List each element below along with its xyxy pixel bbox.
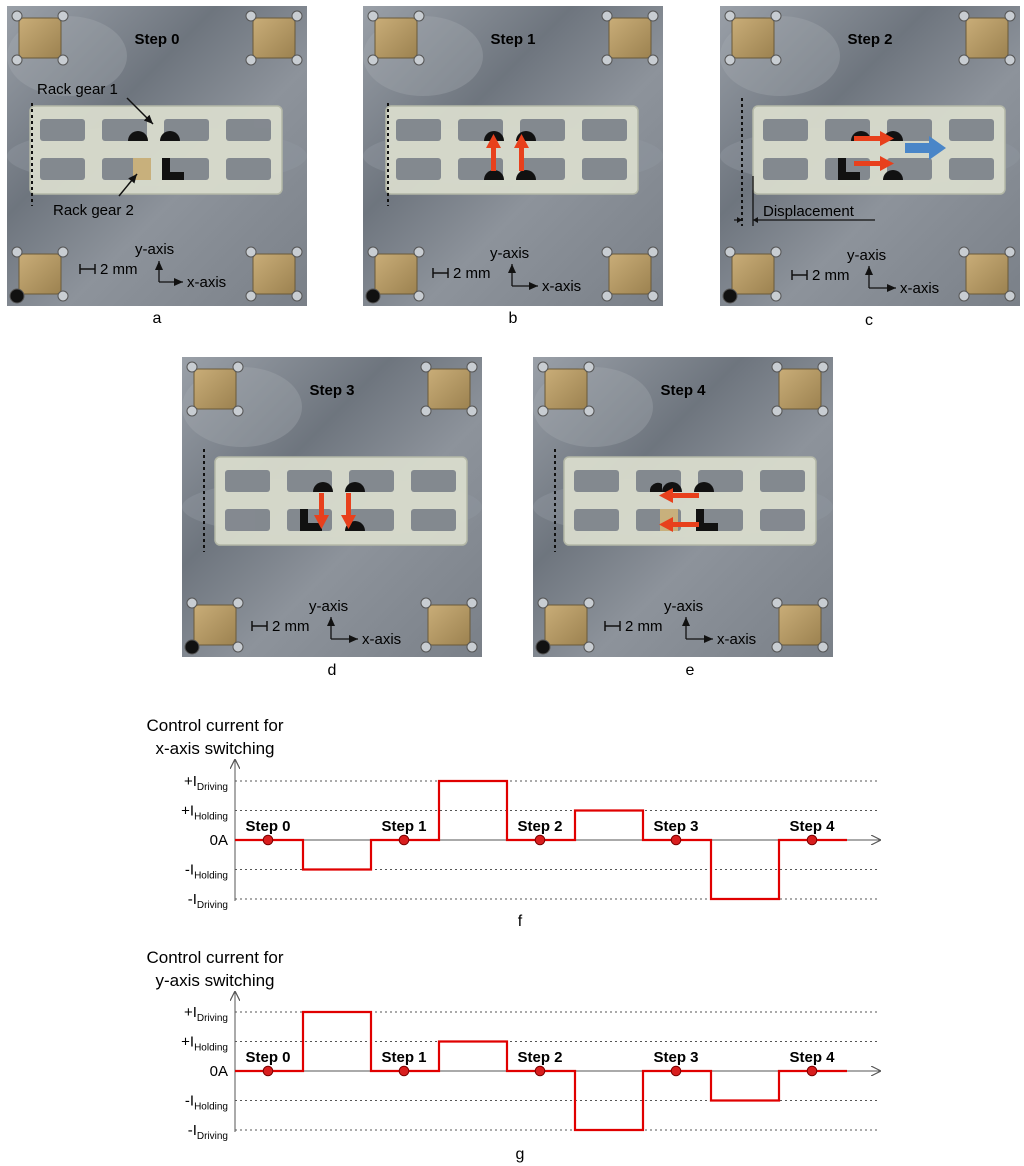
x-axis-label: x-axis [717,631,756,648]
rack-gear-2-label: Rack gear 2 [53,202,134,219]
panel-d: Step 3 2 mm y-axis x-axis [181,356,483,658]
y-axis-label: y-axis [309,598,348,615]
scale-bar: 2 mm [79,261,138,278]
step-marker [262,834,274,846]
chart-caption: g [516,1146,525,1163]
step-label: Step 0 [245,1049,290,1066]
step-label: Step 4 [789,1049,835,1066]
displacement-label: Displacement [763,203,855,220]
motion-arrows-left [659,488,699,532]
step-marker [534,834,546,846]
axes-indicator: y-axis x-axis [135,241,226,291]
axes-indicator: y-axis x-axis [309,598,401,648]
panel-caption: e [686,662,695,679]
level-tick-label: +IDriving [184,773,228,793]
panel-title: Step 2 [847,31,892,48]
step-label: Step 1 [381,1049,426,1066]
chart-title-line-2: y-axis switching [155,971,274,990]
axes-indicator: y-axis x-axis [664,598,756,648]
chart-caption: f [518,913,523,930]
panel-title: Step 1 [490,31,535,48]
panel-b: Step 1 2 mm y-axis x-axis [362,5,664,307]
step-marker [670,834,682,846]
step-marker [262,1065,274,1077]
scale-bar: 2 mm [251,618,310,635]
step-label: Step 0 [245,818,290,835]
level-tick-label: +IHolding [181,803,228,823]
y-axis-label: y-axis [135,241,174,258]
level-tick-label: -IDriving [188,1122,228,1142]
motion-arrows-right [854,131,946,171]
step-label: Step 1 [381,818,426,835]
panel-title: Step 4 [660,382,706,399]
scale-label: 2 mm [812,267,850,284]
step-marker [534,1065,546,1077]
panel-title: Step 3 [309,382,354,399]
panel-caption: b [509,310,518,327]
panel-a: Step 0 Rack gear 1 Rack gear 2 2 mm y-ax… [6,5,308,307]
level-tick-label: -IHolding [185,1093,228,1113]
scale-bar: 2 mm [604,618,663,635]
panel-title: Step 0 [134,31,179,48]
axes-indicator: y-axis x-axis [490,245,581,295]
panel-caption: a [153,310,162,327]
chart-title-line-1: Control current for [147,716,284,735]
x-axis-label: x-axis [900,280,939,297]
chart-x-axis-current: Control current for x-axis switching +IDri… [147,716,881,930]
scale-bar: 2 mm [432,265,491,282]
y-axis-label: y-axis [847,247,886,264]
panel-c: Displacement Step 2 2 mm y-axis x-axis [719,5,1021,307]
step-label: Step 3 [653,818,698,835]
level-tick-label: 0A [210,832,228,849]
level-tick-label: -IDriving [188,891,228,911]
scale-label: 2 mm [625,618,663,635]
scale-label: 2 mm [272,618,310,635]
panel-e: Step 4 2 mm y-axis x-axis [532,356,834,658]
y-axis-label: y-axis [490,245,529,262]
x-axis-label: x-axis [542,278,581,295]
motion-arrows-down [314,493,356,529]
step-label: Step 4 [789,818,835,835]
step-marker [398,834,410,846]
step-label: Step 2 [517,1049,562,1066]
step-marker [806,1065,818,1077]
y-axis-label: y-axis [664,598,703,615]
step-label: Step 2 [517,818,562,835]
motion-arrows-up [486,134,529,171]
chart-y-axis-current: Control current for y-axis switching +IDri… [147,948,881,1163]
scale-label: 2 mm [100,261,138,278]
step-label: Step 3 [653,1049,698,1066]
displacement-indicator: Displacement [734,203,875,223]
chart-title-line-2: x-axis switching [155,739,274,758]
level-tick-label: +IDriving [184,1004,228,1024]
step-marker [806,834,818,846]
x-axis-label: x-axis [362,631,401,648]
scale-label: 2 mm [453,265,491,282]
step-marker [670,1065,682,1077]
level-tick-label: +IHolding [181,1034,228,1054]
axes-indicator: y-axis x-axis [847,247,939,297]
panel-caption: c [865,312,873,329]
level-tick-label: -IHolding [185,862,228,882]
step-marker [398,1065,410,1077]
chart-title-line-1: Control current for [147,948,284,967]
panel-caption: d [328,662,337,679]
scale-bar: 2 mm [791,267,850,284]
x-axis-label: x-axis [187,274,226,291]
rack-gear-1-label: Rack gear 1 [37,81,118,98]
level-tick-label: 0A [210,1063,228,1080]
